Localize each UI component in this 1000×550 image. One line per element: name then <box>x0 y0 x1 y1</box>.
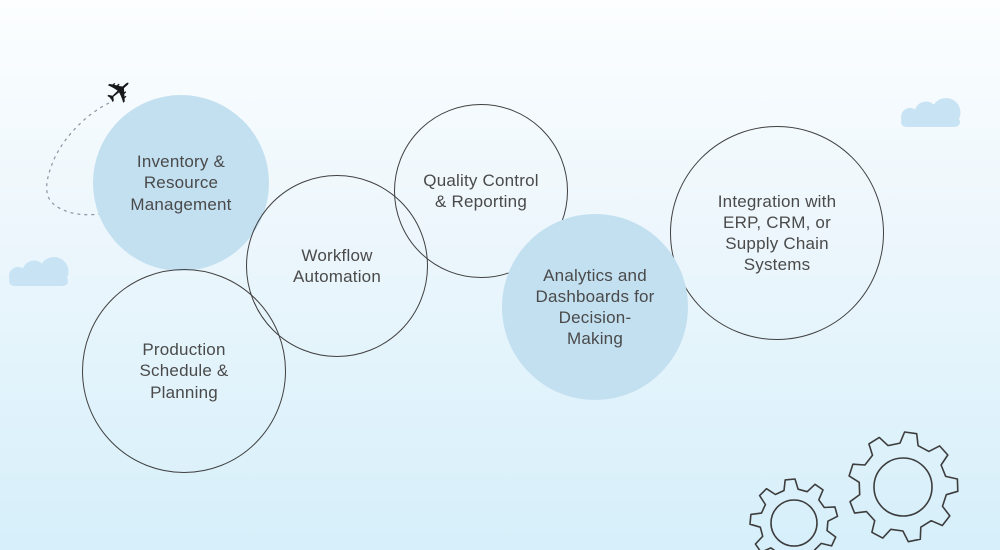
circle-label: Inventory & Resource Management <box>130 152 232 214</box>
circle-analytics-dashboards-decision-making: Analytics and Dashboards for Decision- M… <box>502 214 688 400</box>
circle-label: Quality Control & Reporting <box>423 170 539 211</box>
circle-inventory-resource-management: Inventory & Resource Management <box>93 95 269 271</box>
circle-quality-control-reporting: Quality Control & Reporting <box>394 104 568 278</box>
gear-icon-small <box>749 478 839 550</box>
circle-label: Production Schedule & Planning <box>139 340 229 402</box>
circle-integration-erp-crm-supply-chain: Integration with ERP, CRM, or Supply Cha… <box>670 126 884 340</box>
dashed-trail <box>46 102 110 216</box>
circle-label: Workflow Automation <box>293 245 381 286</box>
circle-workflow-automation: Workflow Automation <box>246 175 428 357</box>
circle-production-schedule-planning: Production Schedule & Planning <box>82 269 286 473</box>
gear-icon-large <box>848 431 959 543</box>
cloud-icon-top-right <box>901 98 961 127</box>
circle-label: Analytics and Dashboards for Decision- M… <box>535 265 655 349</box>
circle-label: Integration with ERP, CRM, or Supply Cha… <box>717 191 837 275</box>
cloud-icon-left <box>9 257 69 286</box>
